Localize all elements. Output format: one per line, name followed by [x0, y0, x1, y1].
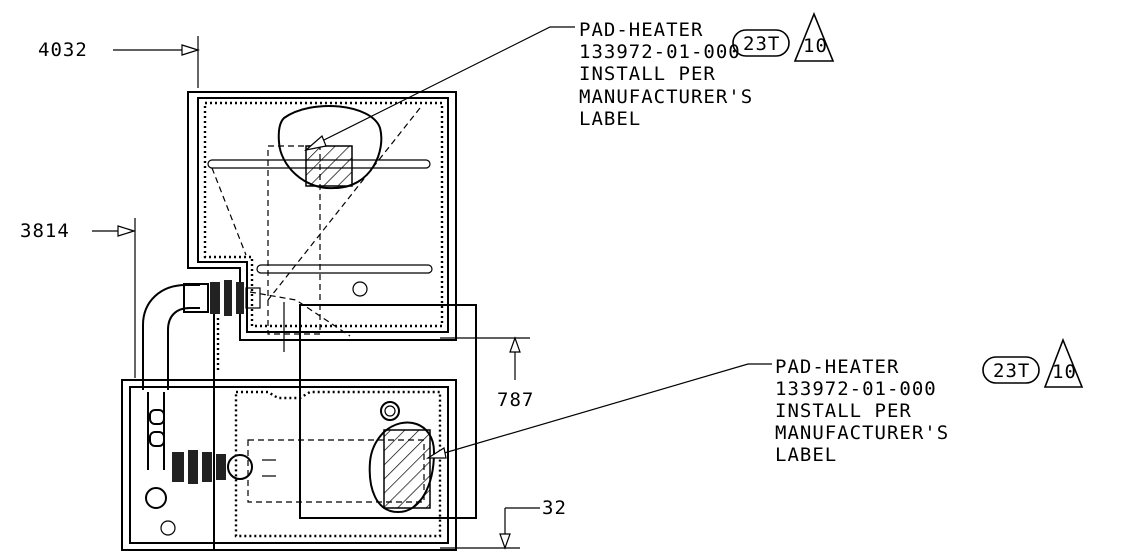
dimension-4032-label: 4032 — [38, 39, 88, 61]
callout-upper-revision-triangle — [793, 11, 835, 62]
lower-drain-port-inner — [384, 405, 396, 417]
callout-lower-title: PAD-HEATER — [775, 356, 899, 378]
upper-cabinet-outline — [187, 91, 457, 341]
dimension-3814: 3814 — [20, 218, 137, 378]
dimension-4032-arrow — [181, 44, 201, 56]
hidden-pad-outline — [267, 145, 321, 335]
lower-hidden-pad-outline — [247, 439, 425, 503]
hose-coupling-upper — [183, 280, 261, 316]
hose-assembly — [142, 280, 351, 550]
callout-lower-revision-triangle — [1043, 337, 1084, 388]
callout-lower-arrow — [425, 447, 447, 459]
callout-lower-badge: 23T — [993, 360, 1030, 382]
callout-upper-leader — [311, 26, 575, 147]
dimension-4032: 4032 — [38, 36, 201, 88]
dimension-3814-label: 3814 — [20, 220, 70, 242]
lower-heater-pad-cutaway — [368, 421, 436, 514]
callout-lower-leader — [433, 363, 772, 457]
lower-drain-port — [380, 401, 400, 421]
dimension-32-label: 32 — [542, 497, 567, 519]
callout-lower-badge-outline — [982, 356, 1040, 384]
lower-cabinet-outline — [121, 379, 457, 551]
dimension-787: 787 — [440, 336, 534, 411]
upper-cabinet-weld-seam — [203, 101, 444, 328]
callout-lower-revision: 10 — [1052, 361, 1077, 383]
callout-lower-part-number: 133972-01-000 — [775, 378, 937, 400]
callout-upper-heater-pad: PAD-HEATER 133972-01-000 INSTALL PER MAN… — [303, 11, 835, 152]
hose-elbow-outer — [142, 284, 200, 390]
lower-cabinet-inner-wall — [129, 386, 449, 544]
callout-lower-note-1: INSTALL PER — [775, 400, 912, 422]
lower-cabinet — [121, 304, 477, 551]
lower-cabinet-weld-seam — [234, 390, 442, 538]
hose-elbow-inner — [167, 307, 200, 390]
callout-upper-badge: 23T — [743, 33, 780, 55]
hidden-line — [211, 167, 247, 256]
lower-shelf-rail — [256, 264, 433, 274]
callout-lower-note-2: MANUFACTURER'S — [775, 422, 949, 444]
access-panel-outline — [299, 304, 477, 519]
upper-drain-hole — [352, 281, 368, 297]
callout-lower-heater-pad: PAD-HEATER 133972-01-000 INSTALL PER MAN… — [425, 337, 1084, 466]
upper-heater-pad-hatch — [305, 145, 353, 187]
vertical-hose — [147, 392, 165, 470]
callout-lower-note-3: LABEL — [775, 444, 837, 466]
callout-upper-note-3: LABEL — [579, 108, 641, 130]
hidden-line — [249, 291, 351, 337]
callout-upper-part-number: 133972-01-000 — [579, 41, 741, 63]
dimension-3814-arrow — [117, 225, 137, 237]
hose-coupling-lower — [145, 409, 253, 509]
upper-heater-pad-cutaway — [277, 105, 383, 190]
dimension-32: 32 — [440, 497, 567, 550]
callout-upper-title: PAD-HEATER — [579, 19, 703, 41]
dimension-787-label: 787 — [497, 389, 534, 411]
callout-upper-badge-outline — [732, 29, 790, 57]
dimension-32-arrow — [499, 533, 511, 550]
callout-upper-arrow — [303, 134, 327, 152]
lower-drain-hole — [160, 520, 176, 536]
lower-heater-pad-hatch — [383, 429, 431, 509]
callout-upper-note-2: MANUFACTURER'S — [579, 86, 753, 108]
upper-cabinet-inner-wall — [197, 97, 449, 333]
callout-upper-revision: 10 — [803, 35, 828, 57]
hidden-line — [267, 107, 421, 301]
callout-upper-note-1: INSTALL PER — [579, 63, 716, 85]
dimension-787-arrow — [509, 336, 521, 353]
upper-cabinet — [187, 91, 457, 341]
